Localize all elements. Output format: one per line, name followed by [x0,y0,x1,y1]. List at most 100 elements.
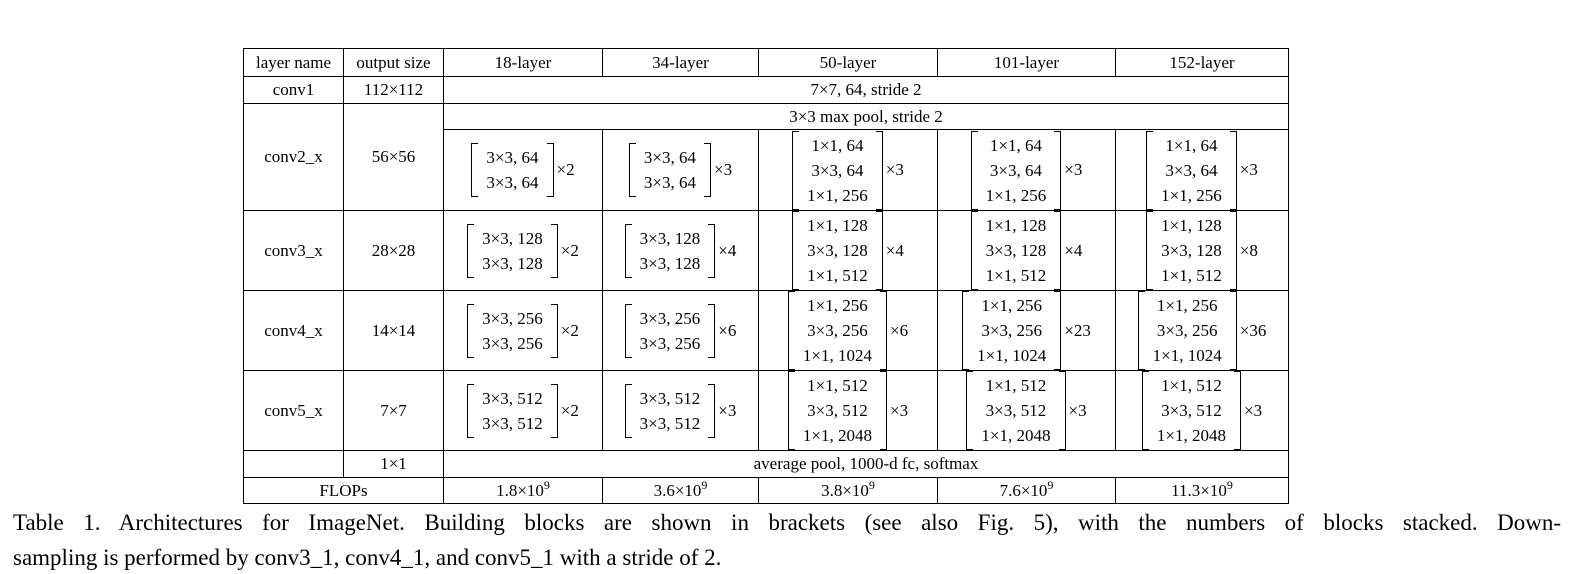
row-avgpool: 1×1 average pool, 1000-d fc, softmax [243,450,1289,478]
block-multiplier: ×3 [890,400,909,420]
conv-line: 3×3, 128 [985,241,1047,260]
flops-exponent: 9 [701,477,708,492]
right-bracket-glyph [1229,211,1237,290]
block-multiplier: ×3 [1239,160,1258,179]
output-size-conv3: 28×28 [343,210,444,291]
conv-line: 1×1, 128 [1161,216,1222,235]
conv-line: 1×1, 256 [1156,296,1218,315]
conv-line: 3×3, 64 [486,148,539,167]
avgpool-spec: average pool, 1000-d fc, softmax [443,450,1289,478]
row-conv2-maxpool: conv2_x 56×56 3×3 max pool, stride 2 [243,103,1289,211]
layer-name-conv1: conv1 [243,76,344,104]
block-multiplier: ×2 [556,160,575,179]
row-conv1: conv1 112×112 7×7, 64, stride 2 [243,76,1289,104]
conv-line: 3×3, 512 [985,401,1047,420]
left-bracket-glyph [1146,211,1154,290]
right-bracket-glyph [708,223,716,278]
layer-name-conv2: conv2_x [243,103,344,211]
conv-line: 1×1, 2048 [981,426,1051,445]
conv-line: 1×1, 512 [807,266,868,285]
caption-line-1: Table 1. Architectures for ImageNet. Bui… [13,510,1561,535]
conv-line: 1×1, 1024 [977,346,1047,365]
right-bracket-glyph [550,303,558,358]
right-bracket-glyph [1054,211,1062,290]
conv-line: 3×3, 256 [482,308,543,328]
block-multiplier: ×2 [560,320,579,340]
conv-line: 1×1, 64 [1165,135,1218,155]
header-output-size: output size [343,48,444,77]
left-bracket-glyph [624,223,632,278]
right-bracket-glyph [550,383,558,438]
header-row: layer name output size 18-layer 34-layer… [243,48,1289,77]
maxpool-spec: 3×3 max pool, stride 2 [443,103,1289,130]
flops-34: 3.6×109 [602,477,759,504]
conv-line: 1×1, 2048 [802,426,872,445]
left-bracket-glyph [467,383,475,438]
block-multiplier: ×6 [890,320,909,340]
left-bracket-glyph [1146,130,1154,210]
left-bracket-glyph [970,211,978,290]
left-bracket-glyph [966,371,974,450]
block-multiplier: ×4 [1064,240,1083,260]
layer-name-conv3: conv3_x [243,210,344,291]
output-size-conv1: 112×112 [343,76,444,104]
layer-name-empty [243,450,344,478]
right-bracket-glyph [546,143,554,197]
conv-line: 3×3, 128 [482,228,543,248]
left-bracket-glyph [624,303,632,358]
block-multiplier: ×8 [1239,240,1258,260]
block-multiplier: ×23 [1064,320,1091,340]
conv-line: 3×3, 128 [639,228,701,248]
header-101-layer: 101-layer [937,48,1116,77]
conv-line: 3×3, 512 [1161,401,1222,420]
flops-label: FLOPs [243,477,444,504]
left-bracket-glyph [467,223,475,278]
conv-line: 3×3, 512 [807,401,868,420]
right-bracket-glyph [880,371,887,450]
resnet-architecture-table: layer name output size 18-layer 34-layer… [243,48,1289,504]
row-flops: FLOPs 1.8×109 3.6×109 3.8×109 7.6×109 11… [243,477,1289,504]
conv-line: 1×1, 256 [807,296,868,315]
right-bracket-glyph [1229,130,1237,210]
block-multiplier: ×4 [718,240,737,260]
conv-line: 1×1, 1024 [802,346,872,365]
left-bracket-glyph [792,211,800,290]
caption-line-2: sampling is performed by conv3_1, conv4_… [13,545,722,570]
right-bracket-glyph [1054,130,1062,210]
left-bracket-glyph [624,383,632,438]
